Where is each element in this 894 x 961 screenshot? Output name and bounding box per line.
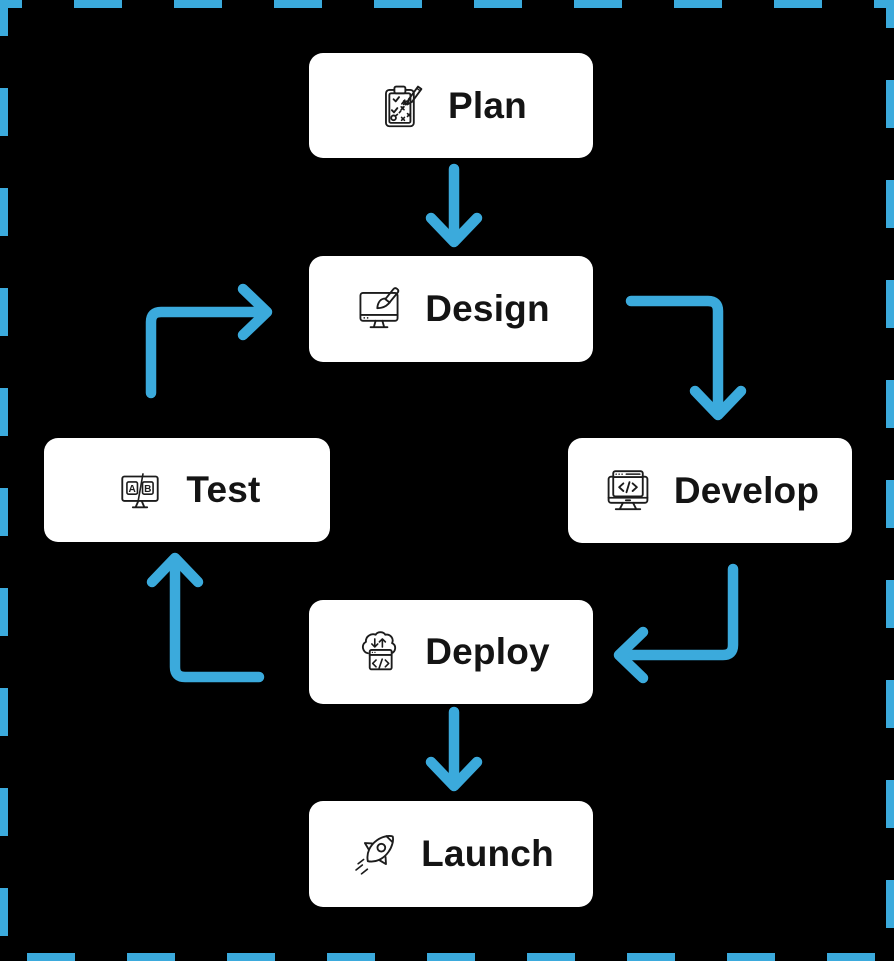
node-develop: Develop bbox=[568, 438, 852, 543]
svg-text:A: A bbox=[129, 484, 137, 495]
node-launch: Launch bbox=[309, 801, 593, 907]
node-label-develop: Develop bbox=[673, 469, 820, 511]
node-label-deploy: Deploy bbox=[425, 631, 550, 672]
node-label-test: Test bbox=[186, 469, 261, 510]
node-design: Design bbox=[309, 256, 593, 362]
monitor-code-icon bbox=[607, 469, 649, 510]
node-label-launch: Launch bbox=[421, 833, 554, 874]
node-deploy: Deploy bbox=[309, 600, 593, 704]
edge-test-design bbox=[145, 283, 273, 399]
svg-text:B: B bbox=[145, 484, 152, 495]
edge-develop-deploy bbox=[613, 563, 739, 684]
cloud-code-deploy-icon bbox=[362, 631, 397, 671]
monitor-paintbrush-icon bbox=[359, 287, 400, 329]
edge-design-develop bbox=[625, 295, 747, 421]
edge-deploy-test bbox=[146, 552, 265, 683]
node-label-design: Design bbox=[425, 288, 550, 329]
clipboard-plan-icon bbox=[385, 85, 423, 127]
edge-deploy-launch bbox=[425, 706, 483, 792]
edge-plan-design bbox=[425, 163, 483, 248]
node-plan: Plan bbox=[309, 53, 593, 158]
node-label-plan: Plan bbox=[448, 84, 527, 126]
rocket-icon bbox=[355, 835, 395, 875]
node-test: A B Test bbox=[44, 438, 330, 542]
ab-test-monitor-icon: A B bbox=[121, 473, 160, 509]
